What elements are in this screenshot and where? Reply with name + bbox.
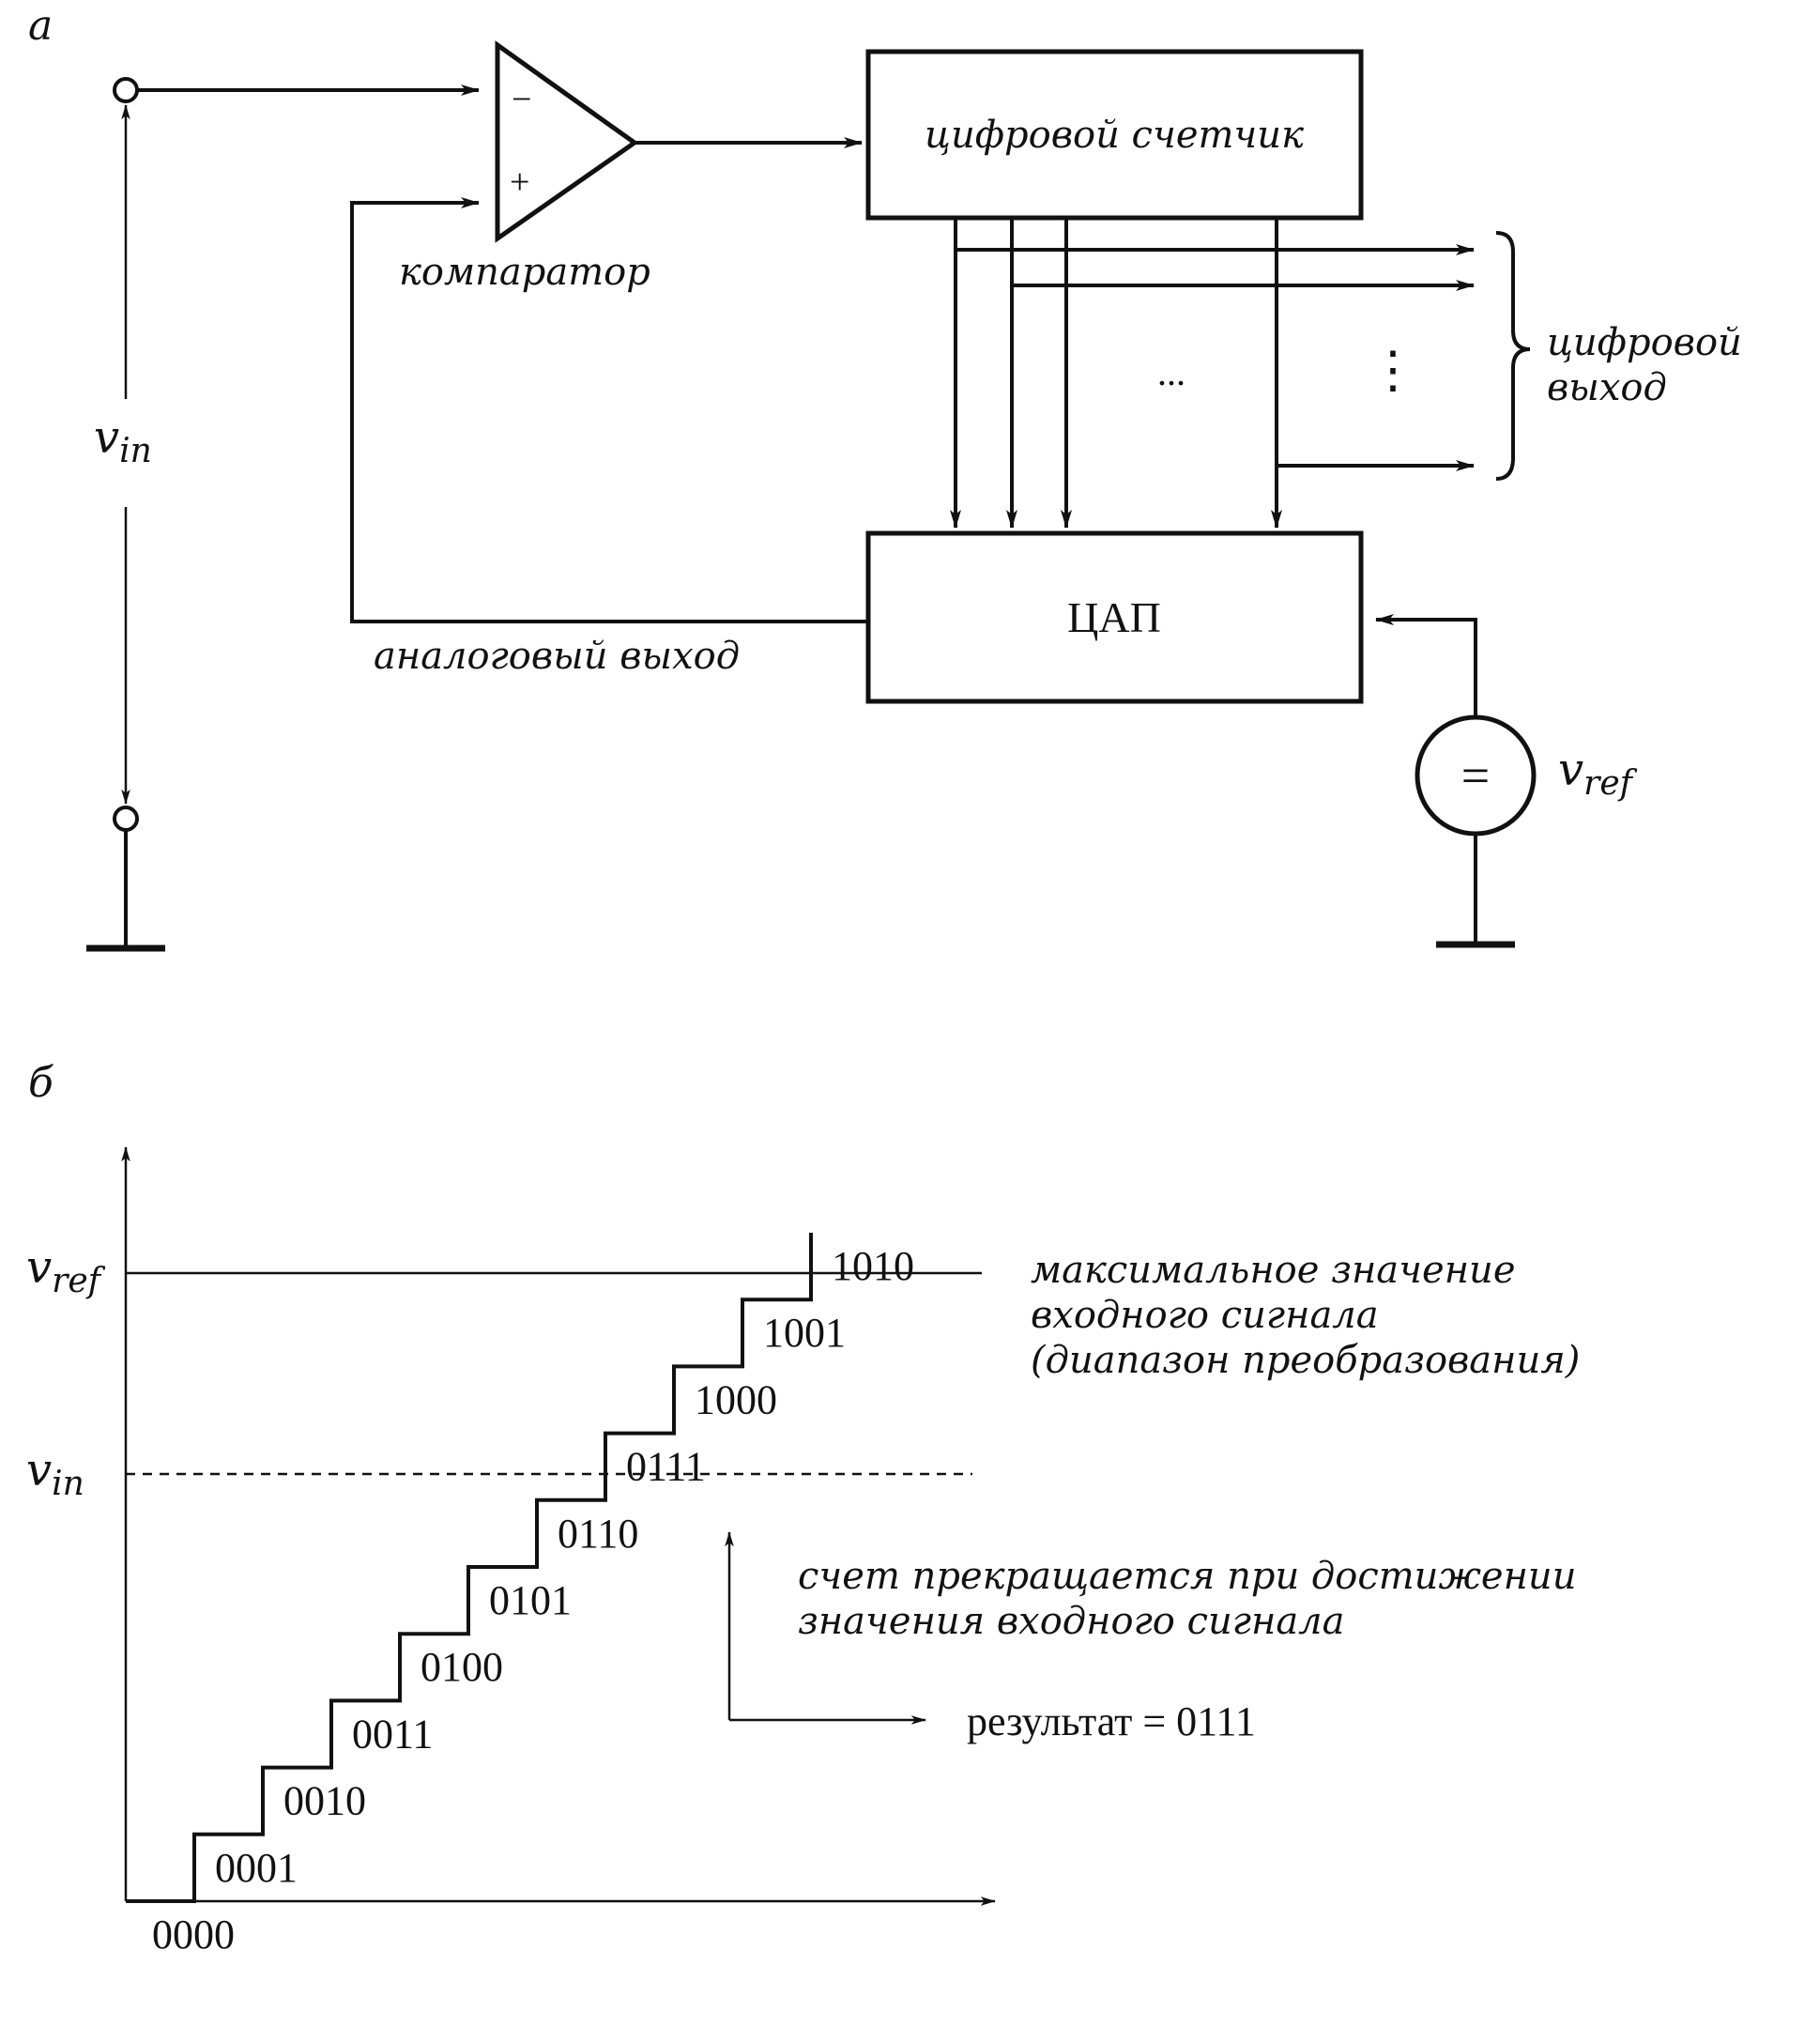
part-b-chart: б vref vin 00000001001000110100010101100…: [26, 1059, 1580, 1958]
vin-label-b: vin: [26, 1444, 84, 1503]
vin-terminal-top: [113, 77, 139, 103]
dac-label: ЦАП: [1067, 593, 1161, 641]
dac-block: [865, 530, 1364, 704]
vref-source-symbol: =: [1461, 747, 1490, 804]
code-label-1010: 1010: [832, 1243, 914, 1289]
vin-label-a: vin: [94, 411, 152, 470]
result-label: результат = 0111: [967, 1698, 1256, 1744]
part-a-label: а: [28, 2, 53, 50]
code-label-0000: 0000: [152, 1912, 235, 1958]
code-label-0010: 0010: [283, 1778, 366, 1824]
digital-output-brace: [1495, 231, 1531, 481]
code-label-0001: 0001: [215, 1845, 298, 1891]
comparator-plus: +: [510, 162, 529, 202]
code-label-0100: 0100: [421, 1644, 503, 1690]
horizontal-ellipsis: ...: [1157, 351, 1185, 393]
comparator-triangle: [495, 40, 639, 243]
stop-note-line1: счет прекращается при достижении: [798, 1555, 1576, 1598]
digital-counter-label: цифровой счетчик: [925, 114, 1304, 157]
analog-feedback-wire: [350, 197, 868, 623]
digital-output-label-line1: цифровой: [1547, 321, 1742, 364]
part-b-label: б: [28, 1059, 54, 1107]
max-note-line3: (диапазон преобразования): [1031, 1339, 1580, 1382]
code-label-0101: 0101: [489, 1577, 572, 1623]
vertical-ellipsis: ⋮: [1368, 342, 1418, 398]
max-note-line2: входного сигнала: [1031, 1294, 1379, 1337]
vref-label-b: vref: [26, 1241, 106, 1300]
code-labels: 0000 0001 0010 0011 0100 0101 0110 0111 1000 1001…: [152, 1243, 914, 1958]
comparator-label: компаратор: [399, 251, 650, 294]
digital-counter-block: [865, 49, 1364, 221]
vref-label-a: vref: [1558, 744, 1638, 803]
code-label-0111: 0111: [626, 1444, 706, 1490]
vin-terminal-bottom: [113, 806, 139, 832]
analog-output-label: аналоговый выход: [374, 635, 740, 678]
digital-output-label-line2: выход: [1547, 366, 1667, 409]
staircase-series: [126, 1233, 813, 1903]
comparator-minus: −: [512, 80, 531, 119]
code-label-0110: 0110: [558, 1511, 638, 1557]
vref-to-dac-wire: [1375, 614, 1477, 717]
code-label-1000: 1000: [695, 1376, 777, 1422]
max-note-line1: максимальное значение: [1031, 1249, 1515, 1292]
code-label-0011: 0011: [352, 1711, 433, 1757]
code-label-1001: 1001: [763, 1310, 846, 1356]
part-a-diagram: а vin − + компаратор цифровой счетчик ..…: [28, 2, 1742, 952]
stop-note-line2: значения входного сигнала: [798, 1600, 1344, 1643]
